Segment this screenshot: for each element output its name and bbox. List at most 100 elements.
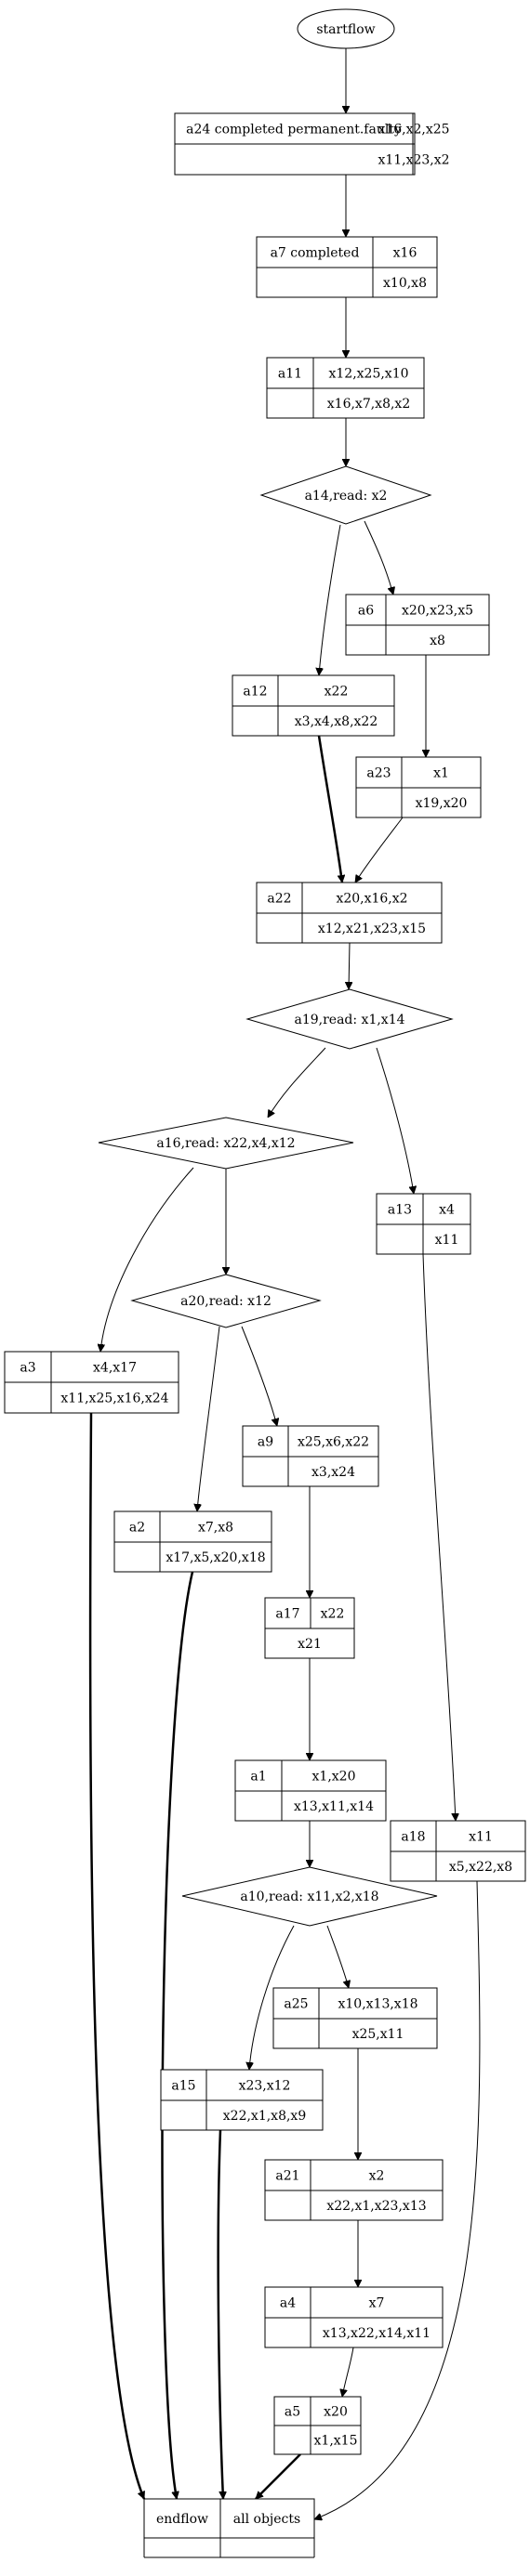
edge-a16-a3 — [100, 1167, 194, 1352]
a15-id-label: a15 — [171, 2079, 195, 2094]
a7-id-label: a7 completed — [271, 246, 360, 261]
node-a9: a9 x25,x6,x22 x3,x24 — [242, 1425, 379, 1487]
a11-id-label: a11 — [278, 367, 302, 382]
a9-vars-top: x25,x6,x22 — [298, 1435, 369, 1450]
edge-a10-a15 — [249, 1925, 295, 2070]
a7-vars-top: x16 — [393, 246, 417, 261]
a2-vars-top: x7,x8 — [198, 1521, 233, 1536]
edge-a5-end — [255, 2453, 301, 2500]
node-a25: a25 x10,x13,x18 x25,x11 — [272, 1987, 438, 2049]
a1-vars-top: x1,x20 — [312, 1770, 356, 1785]
node-a15: a15 x23,x12 x22,x1,x8,x9 — [160, 2069, 324, 2131]
node-a3: a3 x4,x17 x11,x25,x16,x24 — [4, 1351, 179, 1414]
a21-id-label: a21 — [275, 2169, 299, 2184]
a22-vars-top: x20,x16,x2 — [336, 892, 407, 907]
edge-a3-end — [88, 1412, 146, 2499]
a22-id-label: a22 — [267, 892, 291, 907]
a13-vars-bottom: x11 — [435, 1233, 459, 1248]
a2-id-label: a2 — [129, 1521, 145, 1536]
node-a7: a7 completed x16 x10,x8 — [256, 236, 438, 298]
a7-vars-bottom: x10,x8 — [383, 276, 427, 291]
start-node: startflow — [297, 8, 395, 49]
node-a21: a21 x2 x22,x1,x23,x13 — [264, 2159, 444, 2221]
edge-a15-end — [217, 2129, 223, 2499]
a17-vars-top: x22 — [321, 1607, 345, 1622]
a23-vars-top: x1 — [433, 766, 449, 781]
a13-id-label: a13 — [388, 1203, 412, 1218]
edge-a14-a12 — [319, 524, 341, 675]
a9-vars-bottom: x3,x24 — [311, 1465, 355, 1480]
a15-vars-top: x23,x12 — [239, 2079, 291, 2094]
edge-a20-a9 — [241, 1326, 277, 1426]
node-a6: a6 x20,x23,x5 x8 — [345, 594, 490, 656]
end-label-right: all objects — [233, 2512, 300, 2527]
a18-vars-bottom: x5,x22,x8 — [449, 1860, 512, 1875]
decision-a16: a16,read: x22,x4,x12 — [98, 1117, 354, 1170]
edge-a18-end — [314, 1880, 481, 2519]
edge-a14-a6 — [364, 520, 393, 595]
edge-a12-a22 — [317, 735, 342, 883]
node-a1: a1 x1,x20 x13,x11,x14 — [234, 1759, 387, 1822]
start-label: startflow — [316, 22, 375, 37]
a3-id-label: a3 — [20, 1361, 35, 1376]
node-a12: a12 x22 x3,x4,x8,x22 — [232, 674, 395, 737]
a11-vars-top: x12,x25,x10 — [328, 367, 408, 382]
decision-a19: a19,read: x1,x14 — [245, 988, 454, 1050]
decision-a16-label: a16,read: x22,x4,x12 — [156, 1136, 295, 1151]
a6-vars-bottom: x8 — [430, 634, 445, 648]
a15-vars-bottom: x22,x1,x8,x9 — [223, 2109, 306, 2124]
decision-a20: a20,read: x12 — [130, 1274, 322, 1328]
a9-id-label: a9 — [258, 1435, 273, 1450]
a24-id-label: a24 completed permanent.faulty — [186, 123, 402, 137]
a18-vars-top: x11 — [469, 1830, 493, 1845]
node-a13: a13 x4 x11 — [376, 1193, 471, 1255]
a5-vars-bottom: x1,x15 — [314, 2434, 358, 2449]
a12-id-label: a12 — [243, 685, 267, 700]
node-a18: a18 x11 x5,x22,x8 — [390, 1820, 526, 1882]
node-a24: a24 completed permanent.faultyx16,x2,x25… — [174, 112, 450, 176]
end-label-left: endflow — [156, 2512, 208, 2527]
a21-vars-top: x2 — [369, 2169, 385, 2184]
a6-id-label: a6 — [358, 604, 374, 619]
edge-a4-a5 — [342, 2347, 354, 2397]
a1-vars-bottom: x13,x11,x14 — [294, 1799, 374, 1814]
a17-id-label: a17 — [275, 1607, 299, 1622]
edge-a19-a16 — [268, 1047, 326, 1118]
a13-vars-top: x4 — [439, 1203, 455, 1218]
a25-vars-top: x10,x13,x18 — [338, 1997, 417, 2012]
node-a17: a17 x22 x21 — [264, 1597, 355, 1659]
a12-vars-top: x22 — [325, 685, 349, 700]
decision-a14: a14,read: x2 — [259, 465, 432, 525]
a4-vars-top: x7 — [369, 2296, 385, 2311]
a25-vars-bottom: x25,x11 — [352, 2027, 404, 2042]
end-node: endflow all objects — [143, 2498, 315, 2558]
a3-vars-bottom: x11,x25,x16,x24 — [60, 1392, 168, 1406]
a1-id-label: a1 — [250, 1770, 266, 1785]
a4-vars-bottom: x13,x22,x14,x11 — [323, 2326, 431, 2341]
edge-a2-end — [161, 1571, 194, 2499]
decision-a20-label: a20,read: x12 — [180, 1294, 272, 1309]
a24-vars-bottom: x11,x23,x2 — [378, 153, 449, 168]
a18-id-label: a18 — [401, 1830, 425, 1845]
a25-id-label: a25 — [284, 1997, 308, 2012]
a23-id-label: a23 — [366, 766, 391, 781]
a3-vars-top: x4,x17 — [93, 1361, 137, 1376]
decision-a19-label: a19,read: x1,x14 — [294, 1013, 404, 1027]
a17-vars-bottom: x21 — [298, 1637, 322, 1652]
a2-vars-bottom: x17,x5,x20,x18 — [166, 1550, 265, 1565]
edge-a22-a19 — [349, 942, 350, 989]
edge-a19-a13 — [376, 1047, 414, 1194]
decision-a10: a10,read: x11,x2,x18 — [181, 1866, 438, 1927]
a12-vars-bottom: x3,x4,x8,x22 — [295, 714, 378, 729]
edge-a10-a25 — [326, 1925, 349, 1988]
edge-a20-a2 — [197, 1326, 220, 1511]
decision-a14-label: a14,read: x2 — [305, 489, 388, 503]
edge-a13-a18 — [422, 1253, 456, 1821]
a6-vars-top: x20,x23,x5 — [402, 604, 473, 619]
a21-vars-bottom: x22,x1,x23,x13 — [326, 2199, 426, 2214]
